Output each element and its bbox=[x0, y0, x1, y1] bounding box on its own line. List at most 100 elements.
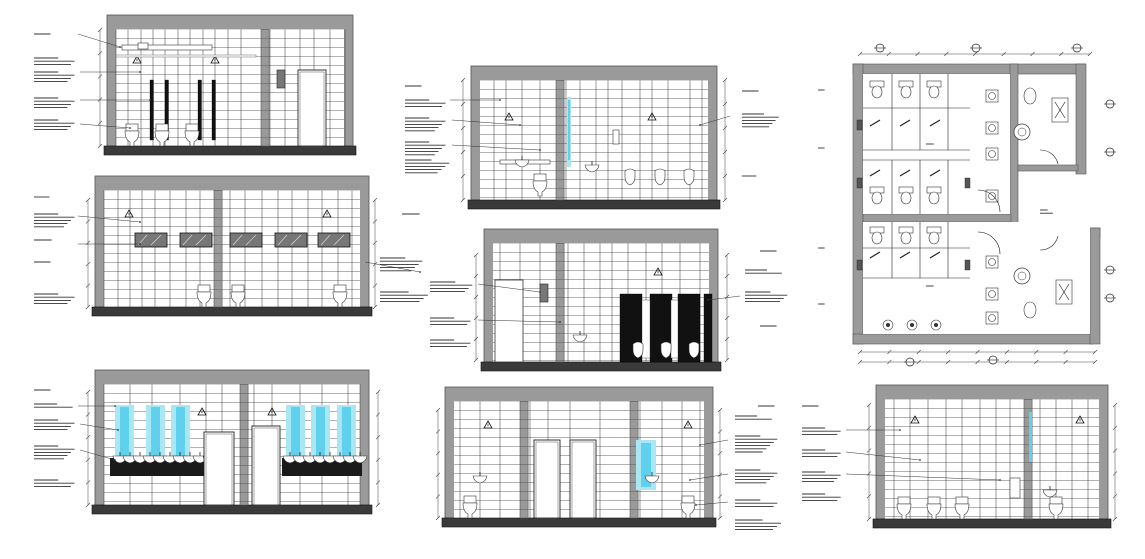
leader-line bbox=[450, 99, 501, 101]
sink-icon bbox=[1013, 123, 1031, 141]
leader-line bbox=[699, 439, 729, 446]
section-marker-icon bbox=[904, 357, 916, 367]
door-icon bbox=[533, 439, 561, 519]
warning-sign-icon bbox=[322, 209, 332, 218]
urinal-icon bbox=[985, 121, 999, 135]
urinal-icon bbox=[688, 341, 700, 359]
sink-icon bbox=[882, 319, 894, 331]
plan-wall-right-upper bbox=[1075, 63, 1087, 175]
floor-slab bbox=[872, 518, 1112, 529]
dimension-line bbox=[85, 197, 91, 310]
toilet-icon bbox=[926, 186, 942, 205]
door-swing bbox=[1039, 235, 1059, 251]
glass-core bbox=[641, 443, 651, 487]
annotation-note bbox=[34, 293, 75, 305]
dimension-line bbox=[866, 402, 872, 522]
elevation-5 bbox=[34, 369, 381, 515]
sink-icon bbox=[1013, 267, 1031, 285]
annotation-note bbox=[380, 291, 428, 303]
toilet-icon bbox=[184, 123, 200, 147]
plan-wall-bottom bbox=[852, 333, 1094, 345]
floor-slab bbox=[103, 145, 357, 156]
toilet-icon bbox=[462, 495, 478, 519]
annotation-note bbox=[34, 97, 75, 109]
leader-line bbox=[451, 144, 541, 151]
warning-sign-icon bbox=[647, 112, 657, 121]
sink-icon bbox=[584, 161, 600, 173]
elevation-4 bbox=[430, 228, 788, 372]
toilet-icon bbox=[896, 496, 912, 520]
leader-line bbox=[80, 71, 141, 73]
warning-sign-icon bbox=[910, 415, 920, 424]
partition-wall bbox=[555, 243, 565, 363]
annotation-note bbox=[802, 493, 841, 501]
dimension-line bbox=[857, 359, 1098, 365]
glass-core bbox=[176, 407, 185, 459]
elevation-3 bbox=[34, 175, 428, 317]
urinal-icon bbox=[660, 341, 672, 359]
mirror bbox=[229, 232, 263, 248]
leader-line bbox=[79, 123, 131, 129]
warning-sign-icon bbox=[653, 267, 663, 276]
dimension-line bbox=[372, 197, 378, 310]
sink-icon bbox=[930, 319, 942, 331]
annotation-note bbox=[802, 427, 841, 435]
wall-cabinet bbox=[539, 283, 549, 303]
annotation-note bbox=[430, 339, 471, 347]
stall-door bbox=[899, 169, 911, 177]
wall-cabinet bbox=[276, 69, 286, 89]
leader-line bbox=[477, 283, 541, 293]
dimension-line bbox=[97, 27, 103, 149]
annotation-note bbox=[405, 159, 450, 174]
urinal-icon bbox=[654, 168, 666, 186]
floor-slab bbox=[480, 361, 722, 372]
toilet-icon bbox=[898, 80, 914, 99]
partition-wall bbox=[239, 384, 249, 506]
partition-wall bbox=[1023, 399, 1033, 520]
warning-sign-icon bbox=[267, 407, 277, 416]
mirror bbox=[317, 232, 351, 248]
stall-post bbox=[149, 79, 154, 141]
floor-slab bbox=[91, 306, 373, 317]
annotation-note bbox=[405, 117, 446, 132]
plan-wall-left bbox=[852, 63, 864, 345]
stall-door bbox=[899, 251, 911, 259]
partition-wall bbox=[555, 80, 565, 201]
leader-line bbox=[846, 429, 901, 431]
urinal-icon bbox=[624, 168, 636, 186]
warning-sign-icon bbox=[132, 55, 142, 64]
urinal-icon bbox=[632, 341, 644, 359]
annotation-note bbox=[34, 213, 75, 228]
plan-wall-right-lower bbox=[1089, 227, 1101, 345]
floor-slab bbox=[91, 504, 373, 515]
leader-line bbox=[77, 215, 141, 223]
dimension-line bbox=[435, 407, 441, 521]
leader-line bbox=[707, 295, 741, 301]
dimension-line bbox=[722, 77, 728, 203]
stall-post bbox=[197, 79, 202, 141]
annotation-note bbox=[742, 113, 779, 128]
mirror bbox=[274, 232, 308, 248]
grab-bar-icon bbox=[856, 177, 863, 189]
stall-gap bbox=[641, 299, 651, 359]
plan-wall-inner bbox=[1009, 63, 1019, 235]
glass-core bbox=[316, 407, 325, 459]
floor-slab bbox=[441, 517, 717, 528]
sink-icon bbox=[906, 319, 918, 331]
grab-bar-icon bbox=[856, 259, 863, 271]
urinal-icon bbox=[985, 189, 999, 203]
urinal-icon bbox=[683, 168, 695, 186]
urinal-icon bbox=[985, 89, 999, 103]
section-marker-icon bbox=[1071, 43, 1083, 53]
dispenser bbox=[612, 129, 620, 145]
door-icon bbox=[251, 425, 281, 506]
dimension-line bbox=[857, 51, 1093, 57]
dimension-line bbox=[724, 252, 730, 363]
leader-line bbox=[845, 473, 1001, 481]
warning-sign-icon bbox=[197, 407, 207, 416]
toilet-icon bbox=[1023, 87, 1037, 105]
leader-line bbox=[477, 319, 561, 323]
toilet-icon bbox=[869, 186, 885, 205]
section-marker-icon bbox=[1104, 99, 1116, 109]
wall-cabinet bbox=[1009, 477, 1021, 499]
